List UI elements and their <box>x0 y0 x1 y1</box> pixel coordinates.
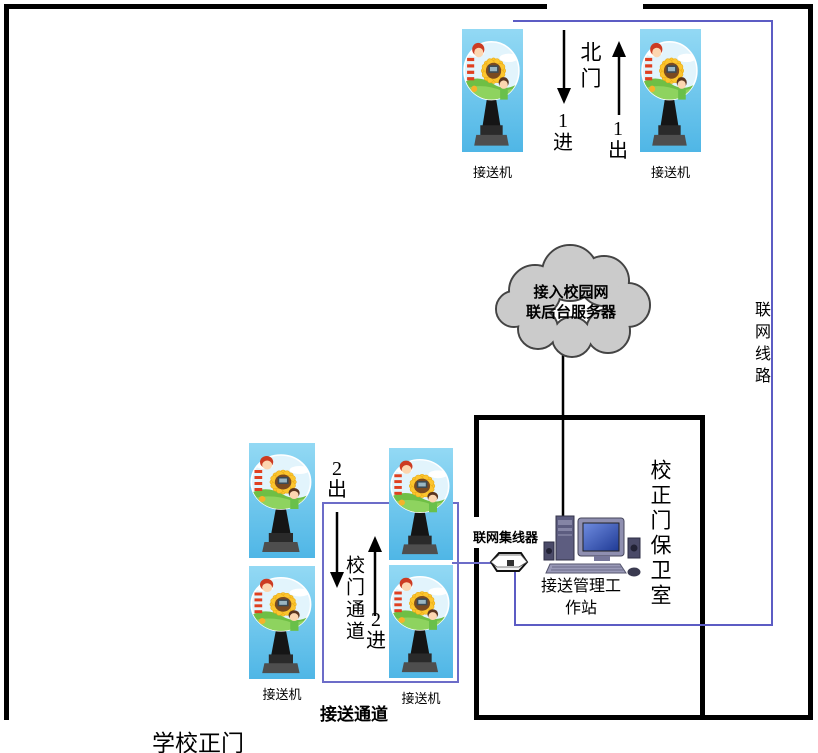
room-wall-right <box>700 415 705 720</box>
network-line-label: 联网线路 <box>752 301 769 389</box>
kiosk-main-left-top <box>249 443 315 558</box>
kiosk-main-left-bottom <box>249 566 315 679</box>
kiosk-label-main-left: 接送机 <box>262 687 302 702</box>
main-out-flow-label: 2 出 <box>327 458 347 501</box>
north-out-flow-label: 1 出 <box>608 118 628 162</box>
channel-label: 校门通道 <box>343 555 364 643</box>
kiosk-main-right-top <box>389 448 453 560</box>
wall-right <box>808 4 813 720</box>
wall-top-left <box>4 4 547 9</box>
room-wall-top <box>474 415 705 420</box>
school-main-gate-label: 学校正门 <box>152 731 244 753</box>
cloud-label: 接入校园网 联后台服务器 <box>525 285 616 321</box>
main-in-flow-label: 2 进 <box>366 609 386 652</box>
hub-label: 联网集线器 <box>473 530 539 545</box>
kiosk-north-out <box>640 29 701 152</box>
room-wall-left-upper <box>474 415 479 517</box>
kiosk-label-main-right: 接送机 <box>401 691 441 706</box>
wall-left <box>4 4 9 720</box>
network-hub-icon <box>489 552 529 572</box>
workstation-label: 接送管理工作站 <box>540 578 621 617</box>
room-wall-left-lower <box>474 548 479 720</box>
security-room-label: 校正门保卫室 <box>648 459 672 609</box>
north-in-flow-label: 1 进 <box>553 110 573 154</box>
north-in-arrow <box>557 30 571 104</box>
kiosk-north-in <box>462 29 523 152</box>
kiosk-main-right-bottom <box>389 565 453 678</box>
wall-bottom <box>475 715 813 720</box>
north-gate-label: 北门 <box>578 41 602 93</box>
kiosk-label-north-left: 接送机 <box>472 165 512 180</box>
workstation-computer-icon <box>543 515 641 577</box>
passage-label: 接送通道 <box>320 705 388 724</box>
north-out-arrow <box>612 41 626 115</box>
main-in-arrow <box>368 536 382 616</box>
wall-top-right <box>643 4 813 9</box>
kiosk-label-north-right: 接送机 <box>650 165 690 180</box>
